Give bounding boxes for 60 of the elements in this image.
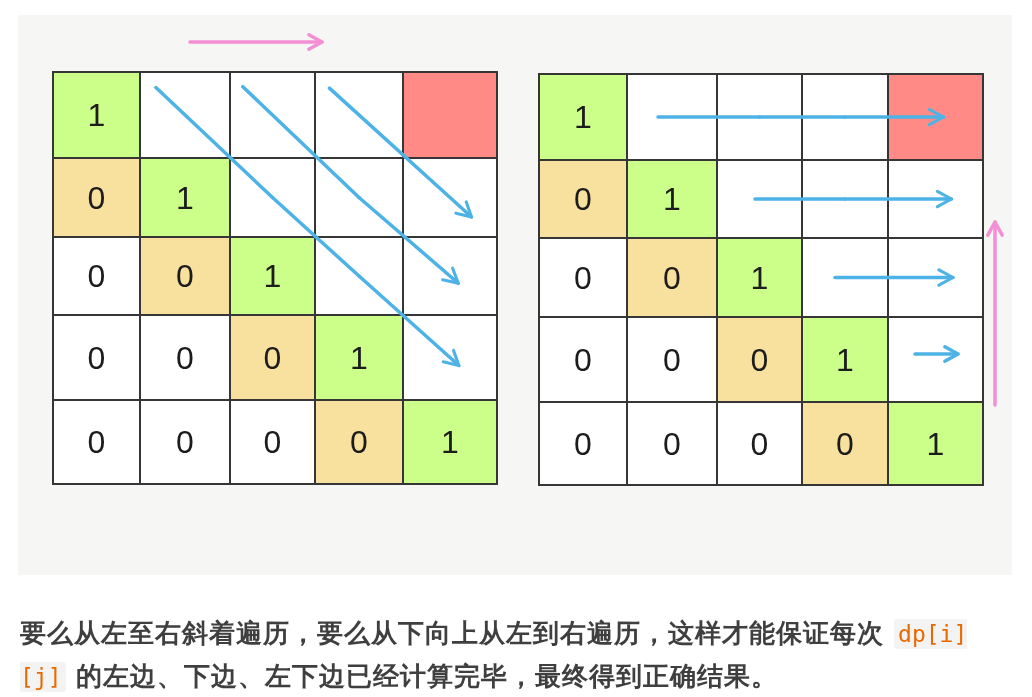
grid-cell: 0 (139, 314, 231, 401)
grid-cell (716, 73, 803, 161)
arrow (357, 195, 461, 285)
connector-line (270, 195, 361, 278)
grid-cell: 1 (52, 71, 141, 159)
grid-cell (801, 73, 889, 161)
arrow (843, 189, 954, 209)
grid-cell: 0 (139, 399, 231, 485)
arrow (357, 274, 461, 368)
arrow (843, 107, 946, 127)
grid-cell: 1 (887, 401, 984, 486)
grid-cell: 0 (716, 316, 803, 403)
connector-line (753, 197, 847, 201)
grid-cell (402, 157, 498, 238)
grid-cell: 0 (52, 314, 141, 401)
connector-line (656, 115, 762, 119)
grid-cell: 0 (52, 236, 141, 316)
connector-line (757, 115, 847, 119)
grid-cell: 1 (626, 159, 718, 239)
grid-cell: 1 (314, 314, 404, 401)
grid-cell: 1 (229, 236, 316, 316)
grid-cell (314, 157, 404, 238)
grid-cell (229, 157, 316, 238)
grid-cell: 0 (139, 236, 231, 316)
grid-cell: 1 (716, 237, 803, 318)
grid-cell: 0 (626, 237, 718, 318)
grid-cell (314, 71, 404, 159)
grid-cell: 0 (229, 399, 316, 485)
grid-cell (887, 316, 984, 403)
grid-cell (402, 314, 498, 401)
grid-cell (314, 236, 404, 316)
grid-cell: 0 (538, 237, 628, 318)
grid-cell (801, 159, 889, 239)
grid-cell: 1 (801, 316, 889, 403)
grid-cell: 0 (314, 399, 404, 485)
grid-cell: 0 (538, 316, 628, 403)
grid-cell (139, 71, 231, 159)
grid-cell (402, 236, 498, 316)
grid-cell (887, 73, 984, 161)
arrow (833, 268, 955, 287)
grid-cell (801, 237, 889, 318)
grid-cell (716, 159, 803, 239)
grid-cell: 0 (801, 401, 889, 486)
grid-cell: 0 (538, 159, 628, 239)
grid-cell: 0 (52, 157, 141, 238)
caption-text: 要么从左至右斜着遍历，要么从下向上从左到右遍历，这样才能保证每次 dp[i][j] 的左边、下边、左下边已经计算完毕，最终得到正确结果。 (20, 617, 969, 694)
grid-cell (887, 159, 984, 239)
grid-cell: 0 (538, 401, 628, 486)
grid-cell: 1 (538, 73, 628, 161)
grid-cell (402, 71, 498, 159)
grid-cell: 0 (626, 401, 718, 486)
grid-cell: 0 (229, 314, 316, 401)
grid-cell: 1 (139, 157, 231, 238)
grid-cell: 0 (626, 316, 718, 403)
grid-cell: 0 (716, 401, 803, 486)
grid-cell: 0 (52, 399, 141, 485)
grid-cell: 1 (402, 399, 498, 485)
grid-cell (887, 237, 984, 318)
grid-cell (229, 71, 316, 159)
grid-cell (626, 73, 718, 161)
